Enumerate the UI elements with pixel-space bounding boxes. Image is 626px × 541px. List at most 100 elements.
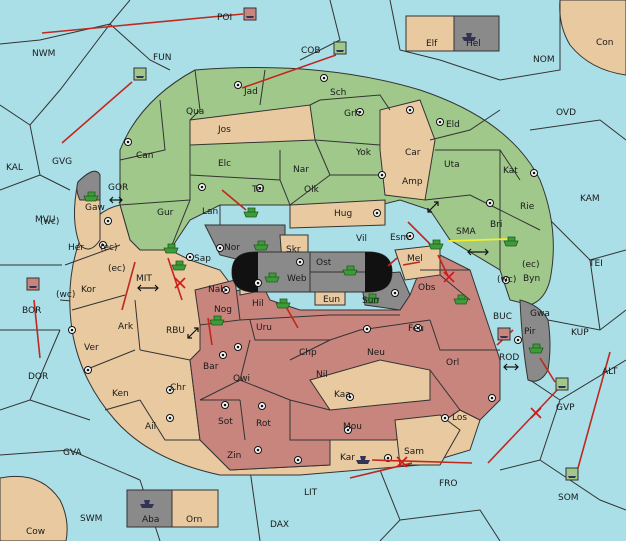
label-uta: Uta	[444, 160, 460, 170]
label-cow: Cow	[26, 527, 45, 537]
label-lit: LIT	[304, 488, 318, 498]
label-rie: Rie	[520, 202, 535, 212]
label-qua: Qua	[186, 107, 204, 117]
label-obs: Obs	[418, 283, 436, 293]
label-buc: BUC	[493, 312, 512, 322]
province-sam[interactable]	[394, 414, 461, 466]
coast-tag-2: (ec)	[100, 243, 118, 253]
coast-tag-4: (wc)	[56, 290, 75, 300]
box-orn	[171, 489, 219, 528]
coast-tag-3: (ec)	[108, 264, 126, 274]
label-chp: Chp	[299, 348, 317, 358]
province-kaa[interactable]	[309, 359, 431, 411]
label-jos: Jos	[217, 125, 231, 135]
box-aba	[126, 489, 173, 528]
box-hel	[453, 15, 500, 52]
label-elf: Elf	[426, 39, 438, 49]
label-gur: Gur	[157, 208, 174, 218]
label-rod: ROD	[499, 353, 519, 363]
label-aba: Aba	[142, 515, 159, 525]
label-kal: KAL	[6, 163, 23, 173]
label-gaw: Gaw	[85, 203, 105, 213]
label-mou: Mou	[343, 422, 362, 432]
label-sun: Sun	[362, 296, 379, 306]
label-sma: SMA	[456, 227, 476, 237]
label-yok: Yok	[355, 148, 372, 158]
label-nwm: NWM	[32, 49, 55, 59]
label-fro: FRO	[439, 479, 458, 489]
label-skr: Skr	[286, 245, 301, 255]
connection-arrows	[109, 196, 519, 371]
sea-labels: NWM FUN COB NOM Con OVD KAL GVG GOR KAM …	[6, 13, 618, 537]
label-ken: Ken	[112, 389, 129, 399]
label-hil: Hil	[252, 299, 264, 309]
label-kaa: Kaa	[334, 390, 351, 400]
label-mel: Mel	[407, 254, 423, 264]
label-nil: Nil	[316, 370, 328, 380]
label-tei: TEI	[588, 259, 603, 269]
label-orn: Orn	[186, 515, 202, 525]
failed-orders	[174, 271, 542, 468]
label-cob: COB	[301, 46, 321, 56]
label-chr: Chr	[170, 383, 186, 393]
label-gvg: GVG	[52, 157, 72, 167]
label-kup: KUP	[571, 328, 589, 338]
label-neu: Neu	[367, 348, 385, 358]
label-sap: Sap	[194, 254, 211, 264]
label-som: SOM	[558, 493, 579, 503]
label-sch: Sch	[330, 88, 346, 98]
label-bar: Bar	[203, 362, 219, 372]
label-con: Con	[596, 38, 614, 48]
green-territory	[119, 67, 554, 306]
box-elf	[405, 15, 455, 52]
label-nor: Nor	[224, 243, 240, 253]
coast-tag-6: (ec)	[522, 260, 540, 270]
label-los: Los	[452, 413, 467, 423]
label-kam: KAM	[580, 194, 600, 204]
label-mvu: MVU	[35, 215, 56, 225]
label-gva: GVA	[63, 448, 83, 458]
label-ail: Ail	[145, 422, 156, 432]
label-hug: Hug	[334, 209, 352, 219]
label-feu: Feu	[408, 324, 424, 334]
province-hug[interactable]	[289, 199, 386, 229]
label-ost: Ost	[316, 258, 332, 268]
label-kar: Kar	[340, 453, 355, 463]
label-mit: MIT	[136, 274, 152, 284]
label-dax: DAX	[270, 520, 289, 530]
reserve-boxes	[126, 15, 500, 528]
province-cow[interactable]	[0, 475, 68, 541]
label-lan: Lan	[202, 207, 218, 217]
label-ark: Ark	[118, 322, 134, 332]
label-web: Web	[287, 274, 307, 284]
label-elc: Elc	[218, 159, 231, 169]
label-esm: Esm	[390, 233, 409, 243]
supply-centres	[68, 74, 538, 464]
label-eun: Eun	[323, 295, 340, 305]
red-landmass	[189, 254, 501, 471]
label-sam: Sam	[404, 447, 424, 457]
label-vil: Vil	[356, 234, 367, 244]
label-swm: SWM	[80, 514, 102, 524]
label-gvp: GVP	[556, 403, 575, 413]
province-labels: Jad Sch Qua Grh Jos Can Elc Nar Yok Car …	[68, 87, 550, 463]
label-poi: POI	[217, 13, 232, 23]
label-alt: ALT	[602, 367, 618, 377]
label-uru: Uru	[256, 323, 272, 333]
label-kor: Kor	[81, 285, 96, 295]
label-bri: Bri	[490, 220, 502, 230]
label-hel: Hel	[466, 39, 481, 49]
label-ovd: OVD	[556, 108, 576, 118]
label-nab: Nab	[208, 285, 226, 295]
label-tel: Tel	[251, 185, 264, 195]
label-gwa: Gwa	[530, 309, 550, 319]
label-can: Can	[136, 151, 154, 161]
coast-tag-1: (wc)	[40, 217, 59, 227]
label-eld: Eld	[446, 120, 460, 130]
label-ver: Ver	[84, 343, 99, 353]
label-car: Car	[405, 148, 421, 158]
label-nog: Nog	[214, 305, 232, 315]
label-dor: DOR	[28, 372, 48, 382]
